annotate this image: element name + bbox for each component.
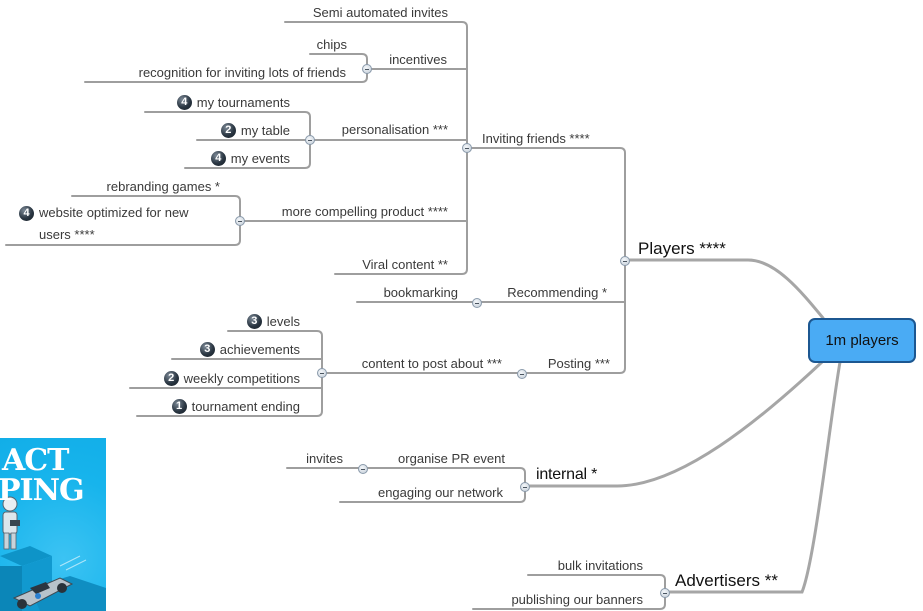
priority-badge-icon: 3	[199, 342, 215, 357]
node-label: weekly competitions	[183, 371, 300, 386]
priority-badge-icon: 1	[171, 399, 187, 414]
node-advertisers[interactable]: Advertisers **	[675, 571, 778, 590]
collapse-toggle-content-to-post-about[interactable]	[317, 368, 327, 378]
priority-badge-icon: 2	[220, 123, 236, 138]
minus-icon	[308, 139, 312, 141]
node-label: my tournaments	[196, 95, 290, 110]
connector-root-players	[623, 258, 825, 320]
collapse-toggle-incentives[interactable]	[362, 64, 372, 74]
collapse-toggle-organise-pr-event[interactable]	[358, 464, 368, 474]
minus-icon	[475, 302, 479, 304]
book-cover-image: ACT PING	[0, 438, 106, 611]
connector-root-advertisers	[663, 360, 842, 594]
node-semi-automated-invites[interactable]: Semi automated invites	[312, 5, 448, 20]
priority-badge-icon: 2	[163, 371, 179, 386]
node-publishing-our-banners[interactable]: publishing our banners	[511, 592, 643, 607]
node-tournament-ending[interactable]: 1 tournament ending	[171, 399, 300, 414]
node-rebranding-games[interactable]: rebranding games *	[106, 179, 220, 194]
node-incentives[interactable]: incentives	[389, 52, 447, 67]
node-label: my events	[230, 151, 290, 166]
node-bookmarking[interactable]: bookmarking	[383, 285, 458, 300]
minus-icon	[520, 373, 524, 375]
collapse-toggle-internal[interactable]	[520, 482, 530, 492]
node-website-optimized[interactable]: 4 website optimized for new users ****	[19, 202, 221, 246]
node-engaging-our-network[interactable]: engaging our network	[377, 485, 503, 500]
minus-icon	[523, 486, 527, 488]
node-more-compelling-product[interactable]: more compelling product ****	[281, 204, 448, 219]
priority-badge-icon: 4	[210, 151, 226, 166]
node-chips[interactable]: chips	[316, 37, 347, 52]
node-recognition[interactable]: recognition for inviting lots of friends	[138, 65, 346, 80]
node-levels[interactable]: 3 levels	[246, 314, 300, 329]
node-achievements[interactable]: 3 achievements	[199, 342, 300, 357]
minus-icon	[365, 68, 369, 70]
minus-icon	[465, 147, 469, 149]
node-label: tournament ending	[191, 399, 300, 414]
priority-badge-icon: 3	[246, 314, 262, 329]
central-node-label: 1m players	[825, 332, 899, 349]
collapse-toggle-posting[interactable]	[517, 369, 527, 379]
node-bulk-invitations[interactable]: bulk invitations	[557, 558, 643, 573]
minus-icon	[361, 468, 365, 470]
node-invites[interactable]: invites	[306, 451, 343, 466]
collapse-toggle-players[interactable]	[620, 256, 630, 266]
minus-icon	[238, 220, 242, 222]
node-weekly-competitions[interactable]: 2 weekly competitions	[163, 371, 300, 386]
node-personalisation[interactable]: personalisation ***	[341, 122, 448, 137]
minus-icon	[320, 372, 324, 374]
priority-badge-icon: 4	[19, 206, 34, 221]
node-organise-pr-event[interactable]: organise PR event	[398, 451, 505, 466]
node-recommending[interactable]: Recommending *	[507, 285, 607, 300]
collapse-toggle-personalisation[interactable]	[305, 135, 315, 145]
book-illustration	[0, 496, 106, 611]
priority-badge-icon: 4	[176, 95, 192, 110]
node-label: achievements	[219, 342, 300, 357]
node-players[interactable]: Players ****	[638, 239, 726, 258]
minus-icon	[623, 260, 627, 262]
connector-root-internal	[523, 360, 824, 488]
node-my-events[interactable]: 4 my events	[210, 151, 290, 166]
book-title-fragment: PING	[0, 473, 85, 508]
collapse-toggle-inviting-friends[interactable]	[462, 143, 472, 153]
collapse-toggle-advertisers[interactable]	[660, 588, 670, 598]
node-label: website optimized for new users ****	[39, 205, 189, 242]
node-my-table[interactable]: 2 my table	[220, 123, 290, 138]
node-viral-content[interactable]: Viral content **	[362, 257, 448, 272]
minus-icon	[663, 592, 667, 594]
node-label: my table	[240, 123, 290, 138]
node-label: levels	[266, 314, 300, 329]
collapse-toggle-more-compelling-product[interactable]	[235, 216, 245, 226]
central-node-1m-players[interactable]: 1m players	[808, 318, 916, 363]
node-inviting-friends[interactable]: Inviting friends ****	[482, 131, 590, 146]
node-posting[interactable]: Posting ***	[547, 356, 610, 371]
collapse-toggle-recommending[interactable]	[472, 298, 482, 308]
book-title-fragment: ACT	[2, 443, 69, 478]
node-content-to-post-about[interactable]: content to post about ***	[361, 356, 502, 371]
node-internal[interactable]: internal *	[536, 466, 598, 483]
node-my-tournaments[interactable]: 4 my tournaments	[176, 95, 290, 110]
